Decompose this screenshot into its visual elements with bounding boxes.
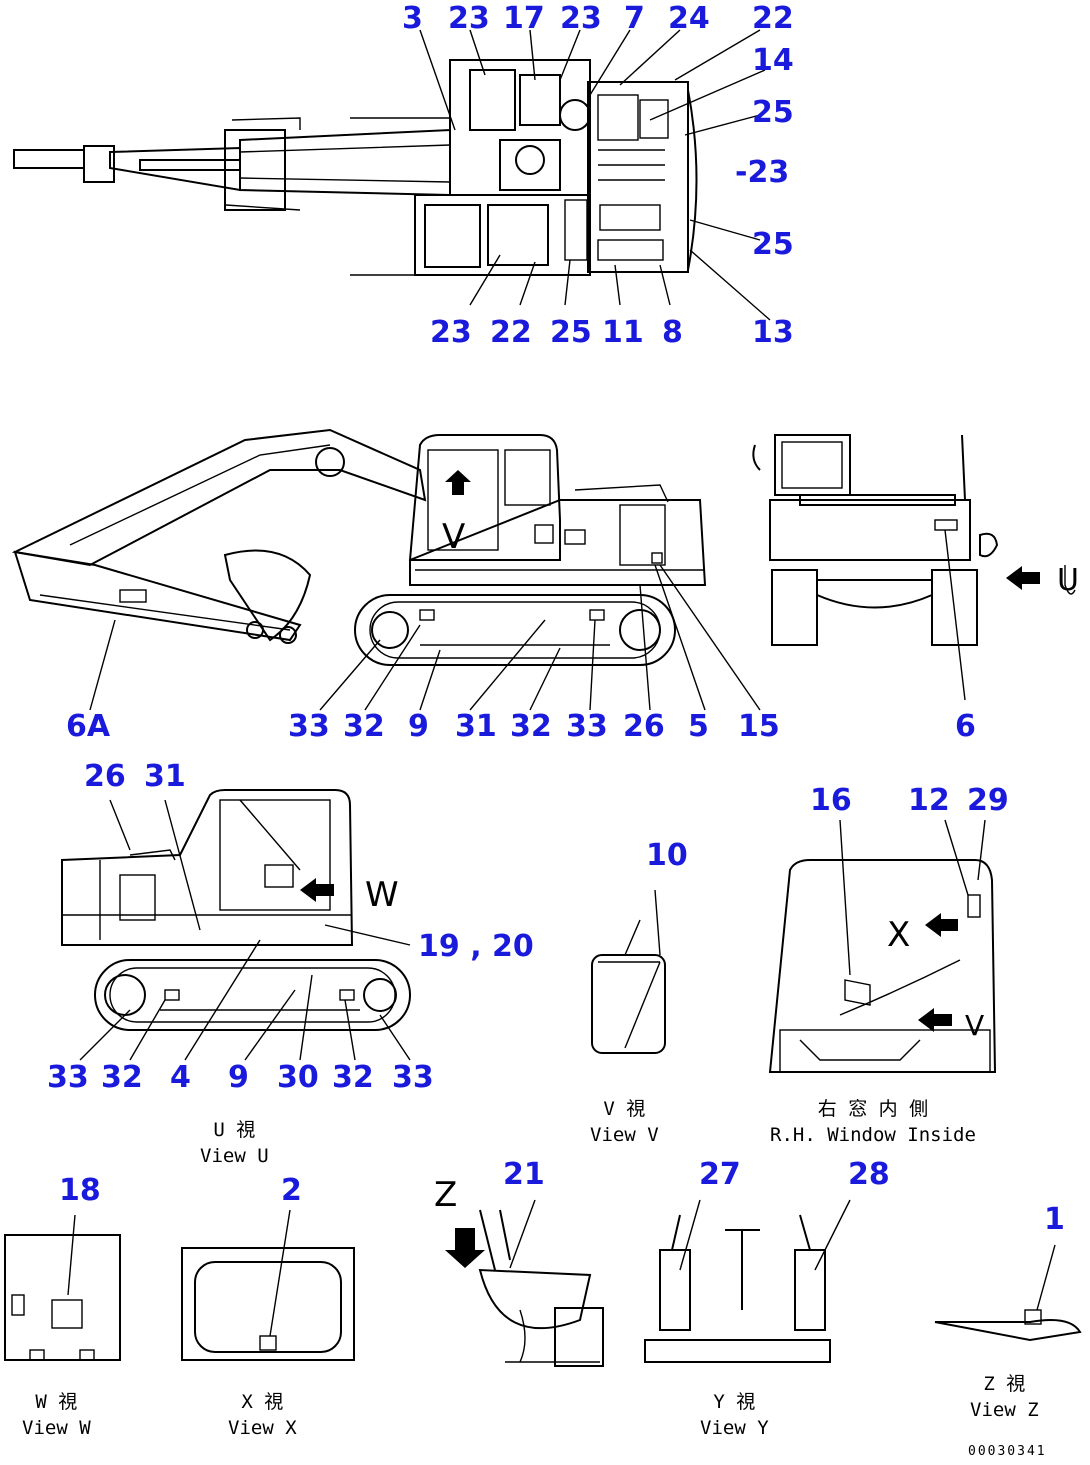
callout-p26a: 26 [623, 709, 665, 744]
callout-p18: 18 [59, 1173, 101, 1208]
callout-p33c: 33 [47, 1060, 89, 1095]
callout-p12: 12 [908, 783, 950, 818]
callout-p4: 4 [170, 1060, 191, 1095]
callout-p17: 17 [503, 1, 545, 36]
callout-p22b: 22 [490, 315, 532, 350]
drawing-number: 00030341 [968, 1444, 1047, 1459]
callout-p1: 1 [1044, 1202, 1065, 1237]
callout-p32a: 32 [343, 709, 385, 744]
side-view-machine [11, 428, 1076, 711]
callout-p32d: 32 [332, 1060, 374, 1095]
view-y-drawing [644, 1199, 851, 1363]
callout-p1920: 19 , 20 [418, 929, 534, 964]
callout-p10: 10 [646, 838, 688, 873]
callout-p31a: 31 [455, 709, 497, 744]
callout-p2: 2 [281, 1173, 302, 1208]
callout-p32c: 32 [101, 1060, 143, 1095]
callout-p16: 16 [810, 783, 852, 818]
seat-z-drawing [445, 1199, 604, 1367]
marker-u: U [1057, 563, 1079, 598]
callout-p3: 3 [402, 1, 423, 36]
callout-p33d: 33 [392, 1060, 434, 1095]
view-x-drawing [181, 1209, 355, 1361]
callout-p11: 11 [602, 315, 644, 350]
callout-p31b: 31 [144, 759, 186, 794]
callout-p26b: 26 [84, 759, 126, 794]
callout-p15: 15 [738, 709, 780, 744]
callout-p25c: 25 [550, 315, 592, 350]
callout-p14: 14 [752, 43, 794, 78]
callout-p25a: 25 [752, 95, 794, 130]
callout-p28: 28 [848, 1157, 890, 1192]
marker-cab-v: V [965, 1009, 985, 1042]
callout-p7: 7 [624, 1, 645, 36]
callout-p27: 27 [699, 1157, 741, 1192]
callout-p24: 24 [668, 1, 710, 36]
callout-p23b: 23 [560, 1, 602, 36]
callout-p9a: 9 [408, 709, 429, 744]
top-plan-view [13, 29, 771, 321]
rh-window-inside-drawing [768, 819, 997, 1073]
marker-x: X [887, 915, 911, 955]
view-z-drawing [934, 1244, 1082, 1342]
view-w-drawing [4, 1214, 121, 1361]
callout-p23d: 23 [430, 315, 472, 350]
callout-p21: 21 [503, 1157, 545, 1192]
callout-p29: 29 [967, 783, 1009, 818]
callout-p32b: 32 [510, 709, 552, 744]
callout-p25b: 25 [752, 227, 794, 262]
callout-p33a: 33 [288, 709, 330, 744]
callout-p23c: -23 [735, 155, 790, 190]
view-v-label [591, 889, 666, 1054]
callout-p9b: 9 [228, 1060, 249, 1095]
callout-p23a: 23 [448, 1, 490, 36]
marker-w: W [365, 875, 399, 915]
callout-p5: 5 [688, 709, 709, 744]
view-u-drawing [61, 789, 411, 1061]
callout-p22a: 22 [752, 1, 794, 36]
marker-z: Z [434, 1175, 458, 1215]
marker-v: V [442, 517, 466, 557]
callout-p13: 13 [752, 315, 794, 350]
callout-p33b: 33 [566, 709, 608, 744]
callout-p6A: 6A [66, 709, 111, 744]
callout-p30: 30 [277, 1060, 319, 1095]
callout-p6: 6 [955, 709, 976, 744]
callout-p8: 8 [662, 315, 683, 350]
